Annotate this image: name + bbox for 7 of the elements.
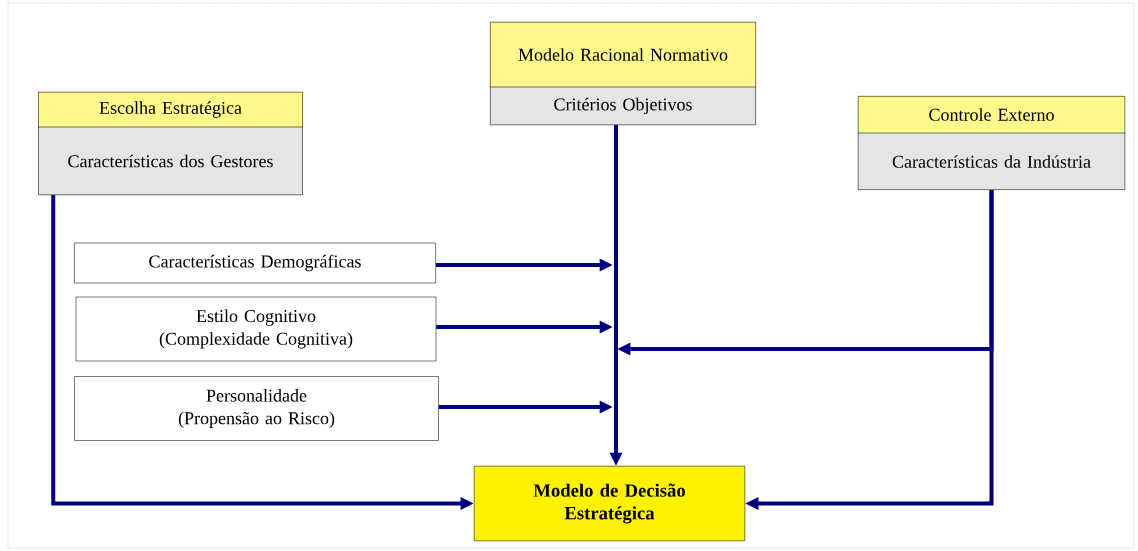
factor-box: Personalidade (Propensão ao Risco): [74, 376, 439, 441]
factor-box: Características Demográficas: [74, 242, 436, 284]
header-box: Modelo Racional Normativo Critérios Objetivos: [489, 21, 757, 126]
header-box: Controle Externo Características da Indústria: [857, 96, 1126, 190]
decision-box: Modelo de Decisão Estratégica: [473, 465, 746, 542]
factor-box: Estilo Cognitivo (Complexidade Cognitiva): [75, 296, 437, 362]
header-box: Escolha Estratégica Características dos Gestores: [37, 91, 304, 196]
